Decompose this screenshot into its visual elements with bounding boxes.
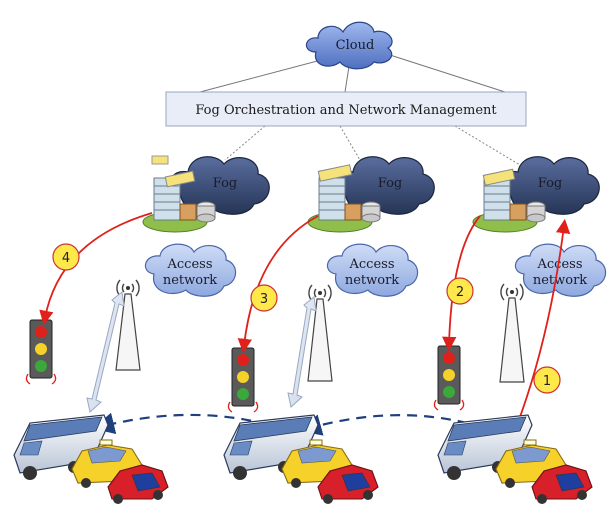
step-badge-2: 2: [446, 277, 474, 305]
access-label-line2: network: [345, 273, 399, 288]
car-icon: [317, 464, 379, 504]
vehicle-group-1: [13, 414, 169, 504]
building-server-icon: [142, 155, 216, 233]
radio-tower-icon: [307, 284, 333, 382]
step-label: 3: [260, 292, 268, 307]
access-label-line1: Access: [349, 257, 395, 272]
fog-label: Fog: [378, 176, 402, 191]
traffic-light-icon: [433, 345, 465, 411]
radio-tower-icon: [115, 279, 141, 371]
orchestration-label: Fog Orchestration and Network Management: [195, 103, 497, 118]
double-arrow-icon: [287, 296, 317, 408]
traffic-light-icon: [25, 319, 57, 385]
step-label: 4: [62, 251, 70, 266]
fog-node-2: Fog: [307, 156, 435, 233]
orchestration-links: [224, 125, 521, 166]
step-badge-3: 3: [250, 284, 278, 312]
traffic-light-icon: [227, 347, 259, 413]
step-badge-4: 4: [52, 243, 80, 271]
building-server-icon: [307, 164, 381, 233]
access-label-line2: network: [533, 273, 587, 288]
step-label: 2: [456, 285, 464, 300]
radio-tower-icon: [499, 283, 525, 383]
fog-label: Fog: [538, 176, 562, 191]
bus-icon: [223, 414, 319, 480]
access-cloud-icon: [144, 243, 237, 297]
access-network-2: Access network: [326, 243, 419, 297]
access-label-line1: Access: [537, 257, 583, 272]
orchestration-box: Fog Orchestration and Network Management: [165, 91, 527, 127]
step-label: 1: [543, 374, 551, 389]
cloud-icon: [305, 21, 393, 70]
access-cloud-icon: [326, 243, 419, 297]
step-badge-1: 1: [533, 366, 561, 394]
cloud-label: Cloud: [336, 38, 375, 53]
fog-node-3: Fog: [472, 156, 600, 233]
fog-node-1: Fog: [142, 155, 270, 233]
access-cloud-icon: [514, 243, 607, 297]
car-icon: [531, 464, 593, 504]
cloud: Cloud: [305, 21, 393, 70]
vehicle-group-2: [223, 414, 379, 504]
access-label-line2: network: [163, 273, 217, 288]
fog-label: Fog: [213, 176, 237, 191]
access-network-3: Access network: [514, 243, 607, 297]
access-network-1: Access network: [144, 243, 237, 297]
access-label-line1: Access: [167, 257, 213, 272]
double-arrow-icon: [86, 291, 125, 413]
building-server-icon: [472, 168, 546, 233]
vehicle-group-3: [437, 414, 593, 504]
car-icon: [107, 464, 169, 504]
